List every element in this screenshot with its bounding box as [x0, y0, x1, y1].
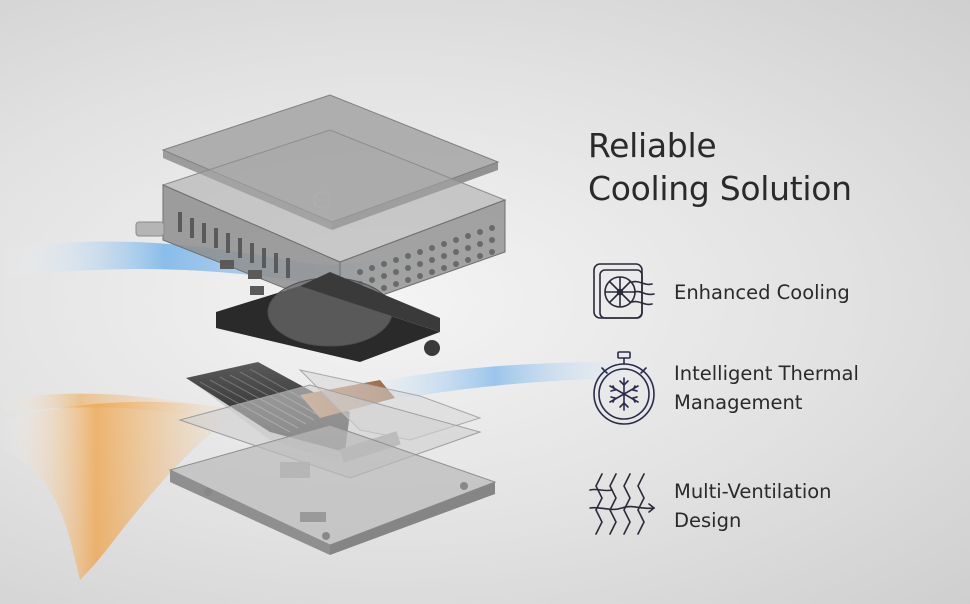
ventilation-airflow-icon: [584, 466, 664, 546]
headline-line-2: Cooling Solution: [588, 169, 852, 208]
stopwatch-snowflake-icon: [584, 348, 664, 428]
warm-airflow-stream-thin: [0, 393, 200, 415]
feature-label-enhanced-cooling: Enhanced Cooling: [674, 280, 850, 304]
warm-airflow-stream: [0, 401, 240, 580]
headline: Reliable Cooling Solution: [588, 124, 852, 210]
blower-fan: [216, 272, 440, 362]
fan-cooling-icon: [584, 252, 664, 332]
feature-label-multi-ventilation-2: Design: [674, 509, 742, 532]
feature-enhanced-cooling: Enhanced Cooling: [584, 252, 850, 332]
feature-label-multi-ventilation-1: Multi-Ventilation: [674, 480, 832, 503]
chassis-body: [135, 129, 507, 311]
feature-multi-ventilation: Multi-Ventilation Design: [584, 466, 832, 546]
antenna-connector: [135, 221, 165, 237]
feature-label-intelligent-thermal-2: Management: [674, 391, 803, 414]
headline-line-1: Reliable: [588, 126, 717, 165]
feature-intelligent-thermal: Intelligent Thermal Management: [584, 348, 859, 428]
feature-label-intelligent-thermal-1: Intelligent Thermal: [674, 362, 859, 385]
bottom-plate: [168, 424, 497, 555]
cool-airflow-stream-lower: [330, 361, 660, 410]
